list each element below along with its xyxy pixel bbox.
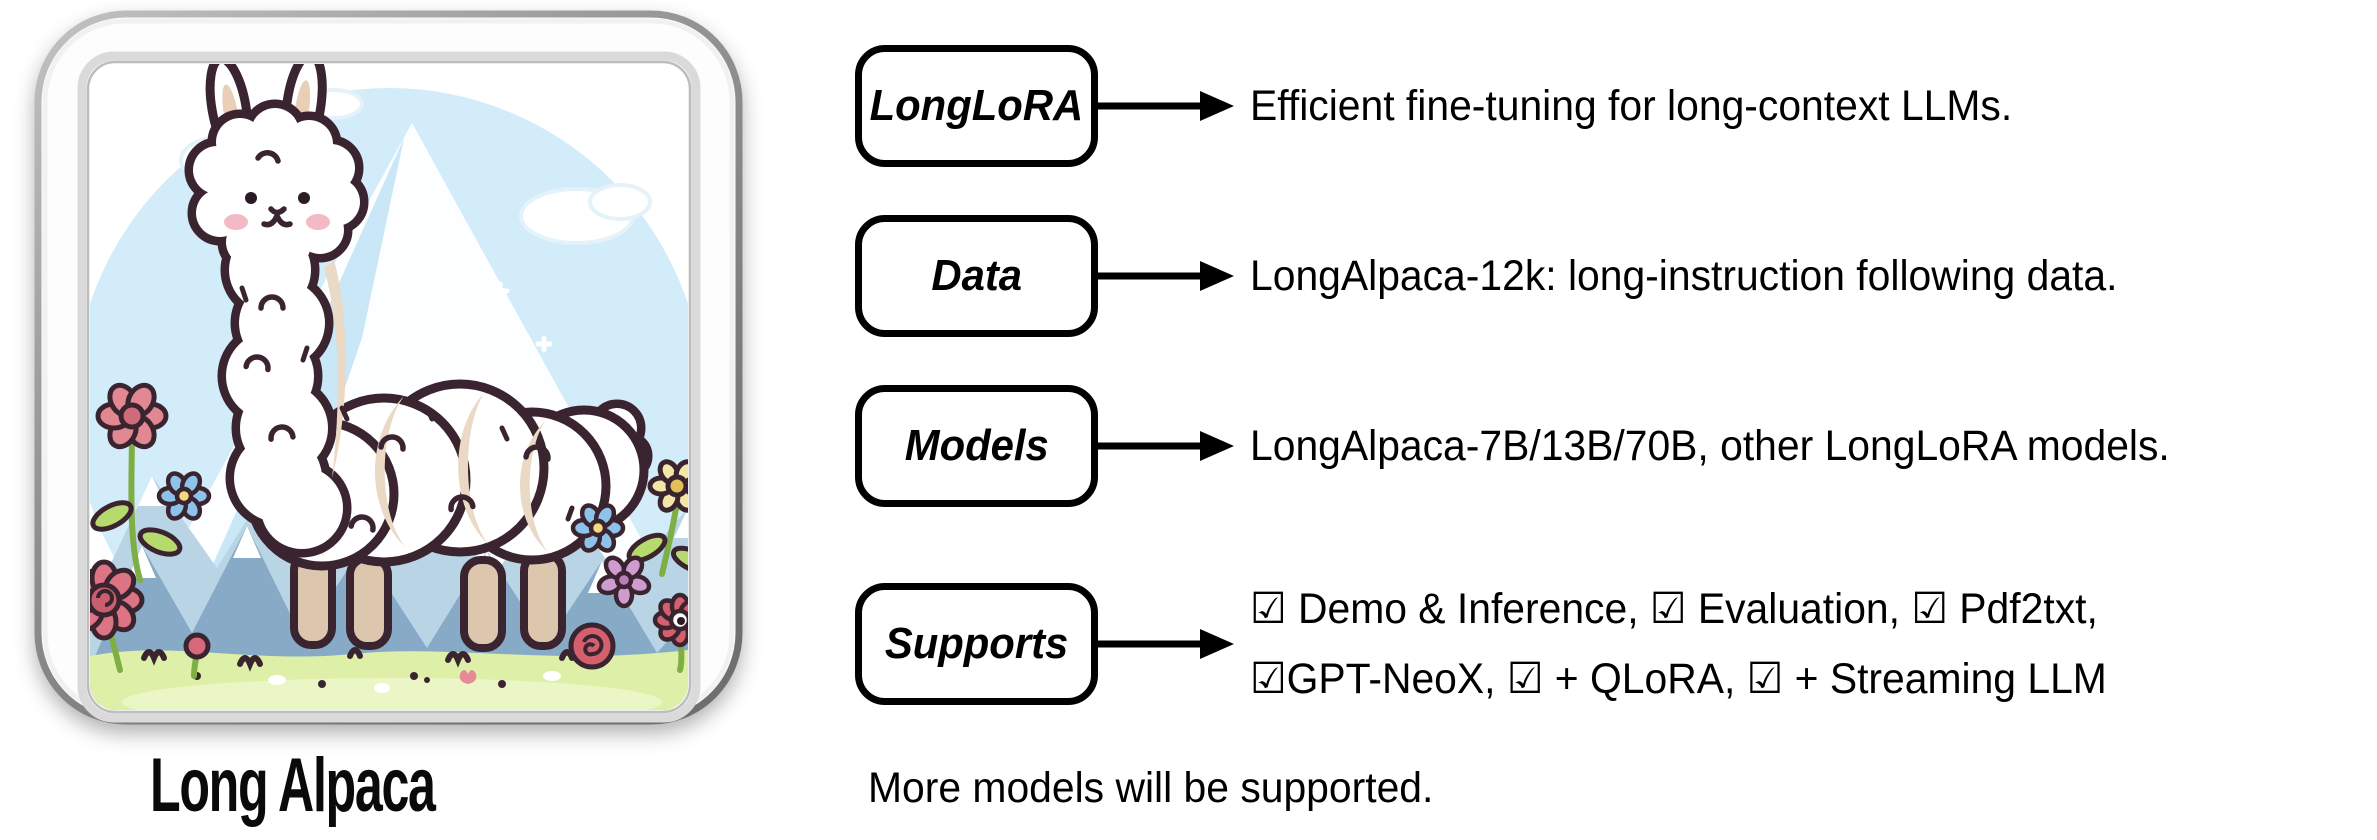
supports-description-line2: ☑GPT-NeoX, ☑ + QLoRA, ☑ + Streaming LLM: [1250, 655, 2107, 703]
footer-note: More models will be supported.: [868, 764, 1434, 812]
longlora-box-label: LongLoRA: [869, 81, 1084, 130]
longlora-description: Efficient fine-tuning for long-context L…: [1250, 82, 2013, 130]
data-box: Data: [855, 215, 1098, 337]
supports-box-label: Supports: [884, 619, 1069, 668]
feature-row-longlora: LongLoRA Efficient fine-tuning for long-…: [855, 45, 2052, 167]
models-description: LongAlpaca-7B/13B/70B, other LongLoRA mo…: [1250, 422, 2170, 470]
arrow-right-icon: [1098, 431, 1234, 461]
supports-box: Supports: [855, 583, 1098, 705]
arrow-right-icon: [1098, 91, 1234, 121]
long-alpaca-badge: [32, 8, 745, 727]
logo-caption: Long Alpaca: [150, 743, 436, 828]
feature-row-models: Models LongAlpaca-7B/13B/70B, other Long…: [855, 385, 2218, 507]
arrow-right-icon: [1098, 629, 1234, 659]
data-description: LongAlpaca-12k: long-instruction followi…: [1250, 252, 2118, 300]
longlora-box: LongLoRA: [855, 45, 1098, 167]
models-box: Models: [855, 385, 1098, 507]
supports-description-line1: ☑ Demo & Inference, ☑ Evaluation, ☑ Pdf2…: [1250, 585, 2098, 633]
feature-row-data: Data LongAlpaca-12k: long-instruction fo…: [855, 215, 2163, 337]
long-alpaca-illustration: [34, 10, 743, 725]
arrow-right-icon: [1098, 261, 1234, 291]
models-box-label: Models: [904, 421, 1049, 470]
feature-row-supports: Supports ☑ Demo & Inference, ☑ Evaluatio…: [855, 583, 2152, 705]
data-box-label: Data: [931, 251, 1022, 300]
supports-description: ☑ Demo & Inference, ☑ Evaluation, ☑ Pdf2…: [1250, 574, 2107, 714]
